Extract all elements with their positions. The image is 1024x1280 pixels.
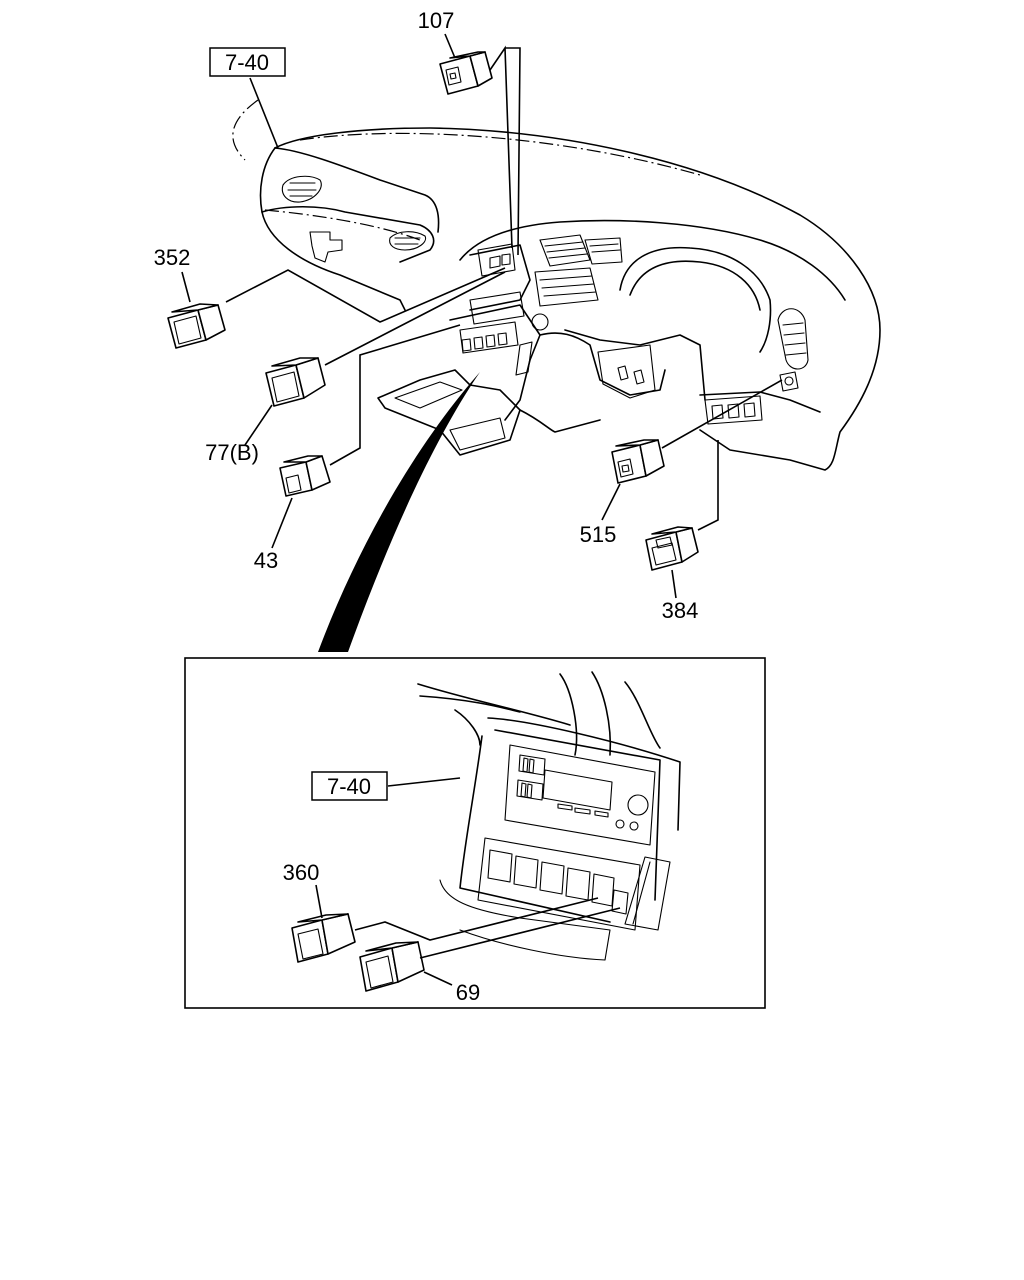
ref-box-inset: 7-40 [311, 771, 461, 801]
label-384: 384 [662, 598, 699, 623]
zoom-wedge [318, 372, 480, 652]
switch-515: 515 [580, 379, 783, 547]
ref-label-inset: 7-40 [327, 774, 371, 799]
inset-panel [184, 657, 766, 1009]
label-43: 43 [254, 548, 278, 573]
ref-label-top: 7-40 [225, 50, 269, 75]
label-69: 69 [456, 980, 480, 1005]
dashboard-dash-lines [232, 99, 701, 241]
dashboard-outline [259, 127, 881, 471]
switch-69: 69 [359, 907, 621, 1005]
switch-107: 107 [418, 8, 521, 256]
switch-384: 384 [645, 440, 719, 623]
label-352: 352 [154, 245, 191, 270]
label-515: 515 [580, 522, 617, 547]
label-360: 360 [283, 860, 320, 885]
label-77b: 77(B) [205, 440, 259, 465]
switch-360: 360 [283, 860, 599, 963]
label-107: 107 [418, 8, 455, 33]
switch-352: 352 [154, 245, 506, 349]
ref-box-top: 7-40 [209, 47, 286, 149]
switch-43: 43 [254, 324, 461, 573]
switch-77b: 77(B) [205, 271, 506, 465]
